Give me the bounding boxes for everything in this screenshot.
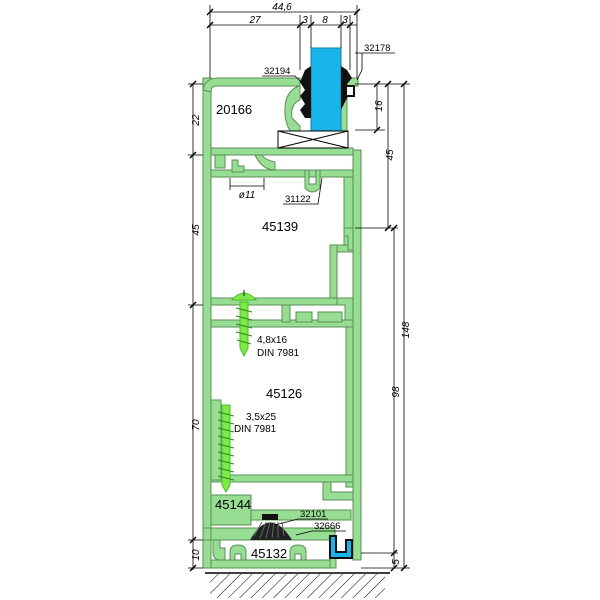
label-45144: 45144 [215,497,251,512]
dim-height-5: 5 [391,559,402,565]
gasket-clip [345,85,355,97]
hook-curve [254,154,276,171]
dim-height-148: 148 [401,321,412,338]
ground-hatch [210,574,385,598]
gasket-inner-32194 [300,66,311,118]
dim-width-glass: 8 [322,15,328,26]
lower-clip [322,481,354,501]
screw1-norm: DIN 7981 [257,348,300,359]
right-wall [352,149,362,561]
left-wall [202,77,212,569]
mid-lug-c [317,311,343,323]
bead-20166 [284,85,301,135]
label-45132: 45132 [251,546,287,561]
bottom-c2 [289,544,307,561]
spacer-lug [304,169,321,193]
screw1-size: 4,8x16 [257,335,287,346]
callout-32101: 32101 [300,509,326,520]
dim-ticks [189,8,408,572]
seal-32666 [329,535,353,559]
dim-height-45-right: 45 [385,149,396,161]
label-20166: 20166 [216,102,252,117]
mid-clip [343,227,354,251]
screw-lower [217,404,235,494]
screw2-norm: DIN 7981 [234,424,277,435]
callout-32194: 32194 [264,66,290,77]
setting-block [277,130,349,149]
bar-upper [210,147,354,156]
dim-width-b: 3 [342,15,348,26]
callout-32178: 32178 [364,43,390,54]
screw2-size: 3,5x25 [246,412,276,423]
label-45139: 45139 [262,219,298,234]
dim-height-22: 22 [191,114,202,127]
base-plate-right [250,509,352,521]
label-45126: 45126 [266,386,302,401]
screw-upper [230,290,258,358]
callout-32666: 32666 [314,521,340,532]
brush-32101 [250,514,292,540]
bar-mid [210,297,338,306]
dim-width-left: 27 [248,15,261,26]
bottom-profile-2 [210,559,336,569]
mid-joint [336,297,354,321]
mid-lug-b [295,311,313,323]
dimension-lines [188,5,410,570]
dim-overall-width: 44,6 [272,2,292,13]
left-lug [231,159,245,173]
bottom-left-lugs [212,539,226,561]
profile-frame [202,77,362,569]
bar-lower [210,474,354,483]
dim-height-98: 98 [391,386,402,398]
lower-inner-right [345,326,354,488]
mid-inner-right [329,244,338,304]
dim-width-a: 3 [302,15,308,26]
dim-height-10: 10 [191,549,202,561]
callout-31122: 31122 [285,194,311,205]
dim-height-70: 70 [191,419,202,431]
dim-diameter: ø11 [239,190,256,201]
dim-height-45-left: 45 [191,224,202,236]
top-cap [202,77,301,93]
hook-left [214,154,226,169]
mid-lug-a [281,304,291,323]
bottom-c1 [229,544,247,561]
glass-pane [310,47,342,132]
dim-height-16: 16 [374,100,385,112]
